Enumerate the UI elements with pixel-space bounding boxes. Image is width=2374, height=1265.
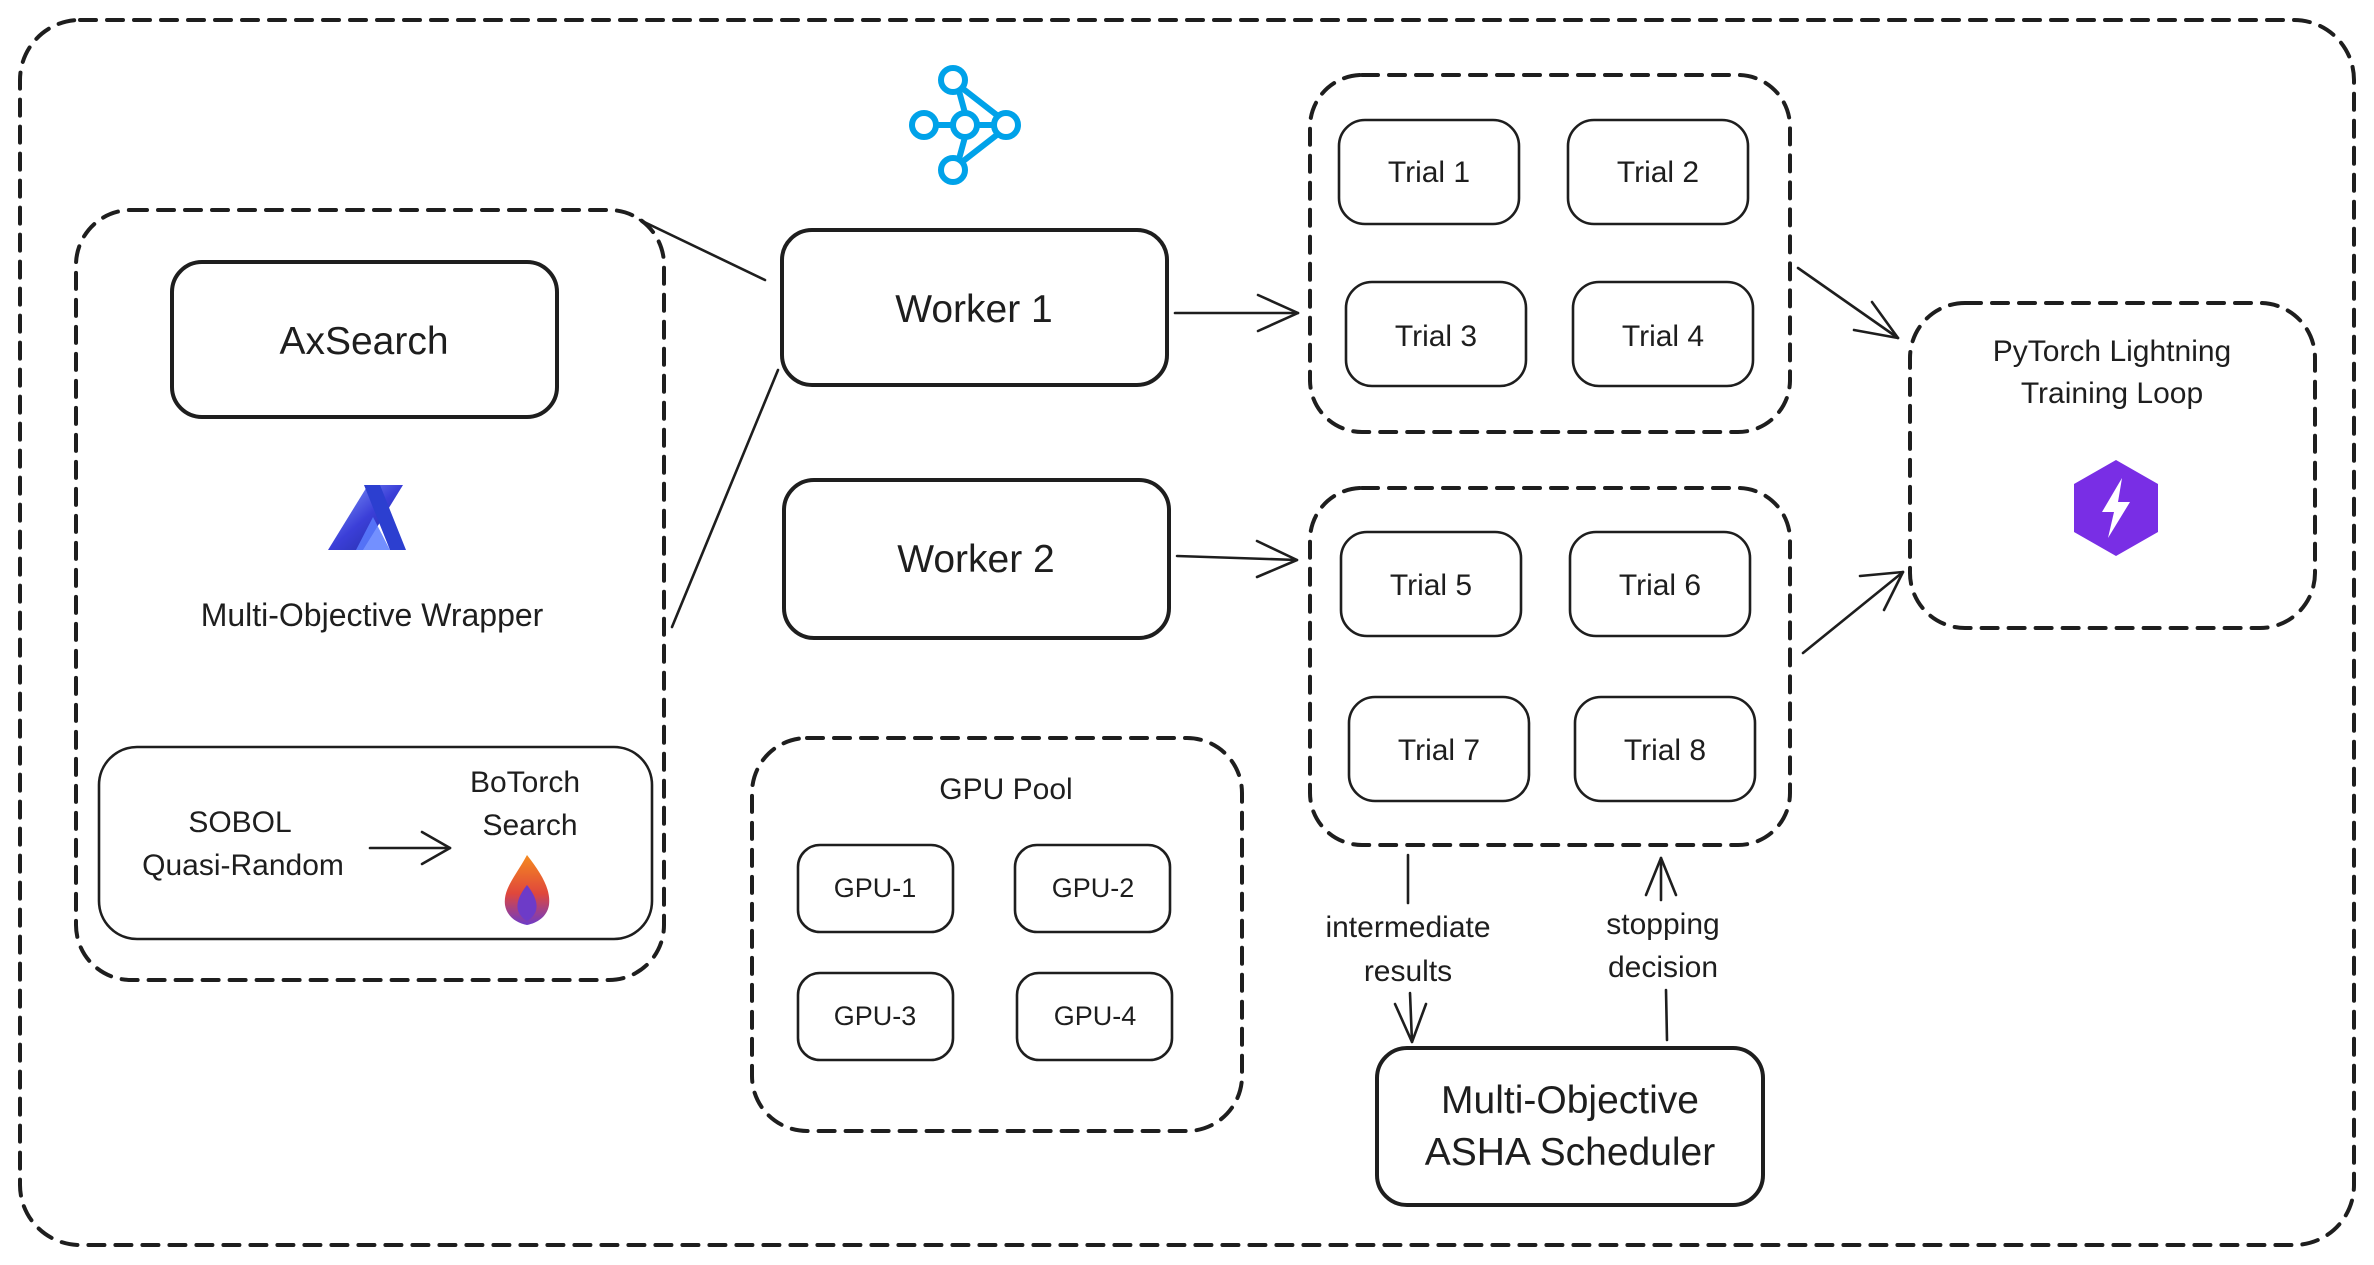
worker-1-label: Worker 1: [895, 288, 1053, 331]
gpu-pool-title: GPU Pool: [939, 773, 1072, 806]
gpu-1-label: GPU-1: [834, 873, 917, 903]
ray-icon: [909, 65, 1021, 185]
trial-group-1: [1308, 73, 1792, 434]
worker-2-box[interactable]: [782, 478, 1171, 640]
worker-1-box[interactable]: [780, 228, 1169, 387]
sobol-label-line2: Quasi-Random: [142, 849, 344, 882]
intermediate-results-label: intermediate: [1325, 911, 1490, 944]
trial-group-2: [1308, 486, 1792, 847]
wrapper-label: Multi-Objective Wrapper: [201, 597, 544, 633]
trial-2-label: Trial 2: [1617, 156, 1699, 189]
lightning-bolt-icon: [2074, 460, 2158, 556]
trial-3-label: Trial 3: [1395, 320, 1477, 353]
sobol-label: SOBOL: [188, 806, 291, 839]
stopping-decision-label-line2: decision: [1608, 951, 1718, 984]
trial-6-box[interactable]: [1568, 530, 1752, 638]
trial-1-box[interactable]: [1337, 118, 1521, 226]
training-loop-label-line2: Training Loop: [2021, 377, 2203, 410]
trial-5-box[interactable]: [1339, 530, 1523, 638]
intermediate-results-label-line2: results: [1364, 955, 1452, 988]
axsearch-box[interactable]: [170, 260, 559, 419]
worker-2-label: Worker 2: [897, 538, 1055, 581]
asha-scheduler-label: Multi-Objective: [1441, 1079, 1699, 1122]
stopping-decision-arrow: [1644, 856, 1678, 902]
botorch-flame-icon: [504, 855, 550, 925]
gpu-4-box[interactable]: [1015, 971, 1174, 1062]
trials-2-to-training-arrow: [1801, 570, 1905, 655]
intermediate-results-arrow: [1393, 991, 1428, 1044]
botorch-label: BoTorch: [470, 766, 580, 799]
axsearch-label: AxSearch: [279, 320, 448, 363]
trial-7-box[interactable]: [1347, 695, 1531, 803]
asha-scheduler-box[interactable]: [1375, 1046, 1765, 1207]
search-to-workers-lines: [638, 218, 780, 629]
outer-container: [18, 18, 2356, 1247]
trial-8-box[interactable]: [1573, 695, 1757, 803]
trial-2-box[interactable]: [1566, 118, 1750, 226]
trial-5-label: Trial 5: [1390, 569, 1472, 602]
ax-logo-icon: [328, 485, 406, 550]
sobol-to-botorch-arrow: [368, 830, 452, 866]
gpu-4-label: GPU-4: [1054, 1001, 1137, 1031]
training-loop-label: PyTorch Lightning: [1993, 335, 2231, 368]
gpu-1-box[interactable]: [796, 843, 955, 934]
gpu-3-label: GPU-3: [834, 1001, 917, 1031]
gpu-2-label: GPU-2: [1052, 873, 1135, 903]
trial-6-label: Trial 6: [1619, 569, 1701, 602]
search-container: [74, 208, 666, 982]
botorch-label-line2: Search: [482, 809, 577, 842]
trial-1-label: Trial 1: [1388, 156, 1470, 189]
training-loop-container: [1908, 301, 2317, 630]
trial-4-label: Trial 4: [1622, 320, 1704, 353]
gpu-3-box[interactable]: [796, 971, 955, 1062]
trial-3-box[interactable]: [1344, 280, 1528, 388]
trial-4-box[interactable]: [1571, 280, 1755, 388]
asha-scheduler-label-line2: ASHA Scheduler: [1425, 1131, 1716, 1174]
stopping-decision-line-bottom: [1664, 988, 1669, 1042]
trial-8-label: Trial 8: [1624, 734, 1706, 767]
trials-1-to-training-arrow: [1796, 266, 1900, 340]
worker-1-to-trials-arrow: [1173, 293, 1300, 333]
trial-7-label: Trial 7: [1398, 734, 1480, 767]
gpu-2-box[interactable]: [1013, 843, 1172, 934]
worker-2-to-trials-arrow: [1175, 539, 1299, 579]
stopping-decision-label: stopping: [1606, 908, 1719, 941]
gpu-pool-container: [750, 736, 1244, 1133]
